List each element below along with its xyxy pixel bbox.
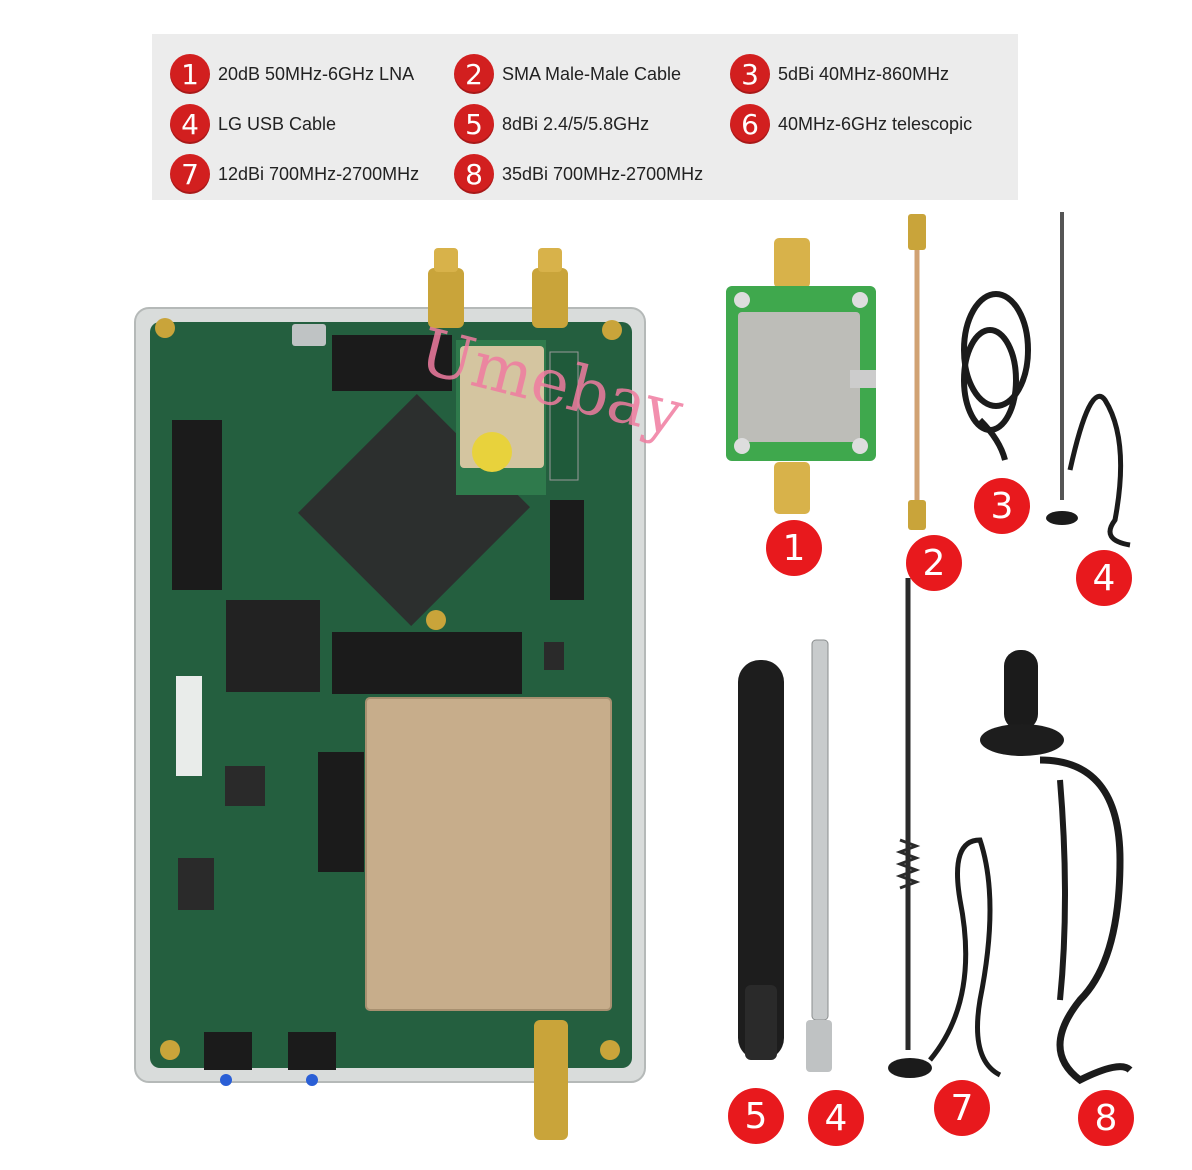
legend-item-1: 1 20dB 50MHz-6GHz LNA xyxy=(170,54,414,94)
whip-antenna-12dbi xyxy=(888,578,1002,1078)
label-badge-cable: 2 xyxy=(906,535,962,591)
legend-item-4: 4 LG USB Cable xyxy=(170,104,336,144)
legend-item-8: 8 35dBi 700MHz-2700MHz xyxy=(454,154,703,194)
legend-badge: 1 xyxy=(170,54,210,94)
label-badge-usb: 3 xyxy=(974,478,1030,534)
legend-text: LG USB Cable xyxy=(218,113,337,134)
usb-cable-coil xyxy=(961,291,1031,461)
legend-badge: 2 xyxy=(454,54,494,94)
lna-module xyxy=(726,238,876,514)
label-badge-lna: 1 xyxy=(766,520,822,576)
legend-item-5: 5 8dBi 2.4/5/5.8GHz xyxy=(454,104,649,144)
legend-badge: 4 xyxy=(170,104,210,144)
label-badge-mag: 8 xyxy=(1078,1090,1134,1146)
legend-text: 5dBi 40MHz-860MHz xyxy=(778,63,950,84)
dual-band-antenna xyxy=(738,660,784,1060)
telescopic-antenna xyxy=(806,639,832,1072)
sdr-board xyxy=(134,248,646,1140)
legend-badge: 3 xyxy=(730,54,770,94)
legend-badge: 7 xyxy=(170,154,210,194)
legend-badge: 5 xyxy=(454,104,494,144)
sma-cable xyxy=(908,214,926,530)
label-badge-whip: 7 xyxy=(934,1080,990,1136)
legend-badge: 6 xyxy=(730,104,770,144)
legend-item-2: 2 SMA Male-Male Cable xyxy=(454,54,681,94)
label-badge-dual-band: 5 xyxy=(728,1088,784,1144)
legend-text: 35dBi 700MHz-2700MHz xyxy=(502,163,704,184)
legend-item-3: 3 5dBi 40MHz-860MHz xyxy=(730,54,949,94)
small-mag-antenna xyxy=(1046,212,1131,548)
product-scene xyxy=(134,212,1133,1140)
legend-text: 8dBi 2.4/5/5.8GHz xyxy=(502,113,650,134)
label-badge-telescopic: 4 xyxy=(808,1090,864,1146)
legend-text: 12dBi 700MHz-2700MHz xyxy=(218,163,420,184)
legend-item-6: 6 40MHz-6GHz telescopic xyxy=(730,104,972,144)
legend-item-7: 7 12dBi 700MHz-2700MHz xyxy=(170,154,419,194)
label-badge-small-antenna: 4 xyxy=(1076,550,1132,606)
legend-text: SMA Male-Male Cable xyxy=(502,63,682,84)
legend-text: 40MHz-6GHz telescopic xyxy=(778,113,973,134)
legend-panel: 1 20dB 50MHz-6GHz LNA 2 SMA Male-Male Ca… xyxy=(152,34,1018,200)
legend-text: 20dB 50MHz-6GHz LNA xyxy=(218,63,415,84)
legend-badge: 8 xyxy=(454,154,494,194)
mag-antenna-35dbi xyxy=(980,650,1133,1085)
